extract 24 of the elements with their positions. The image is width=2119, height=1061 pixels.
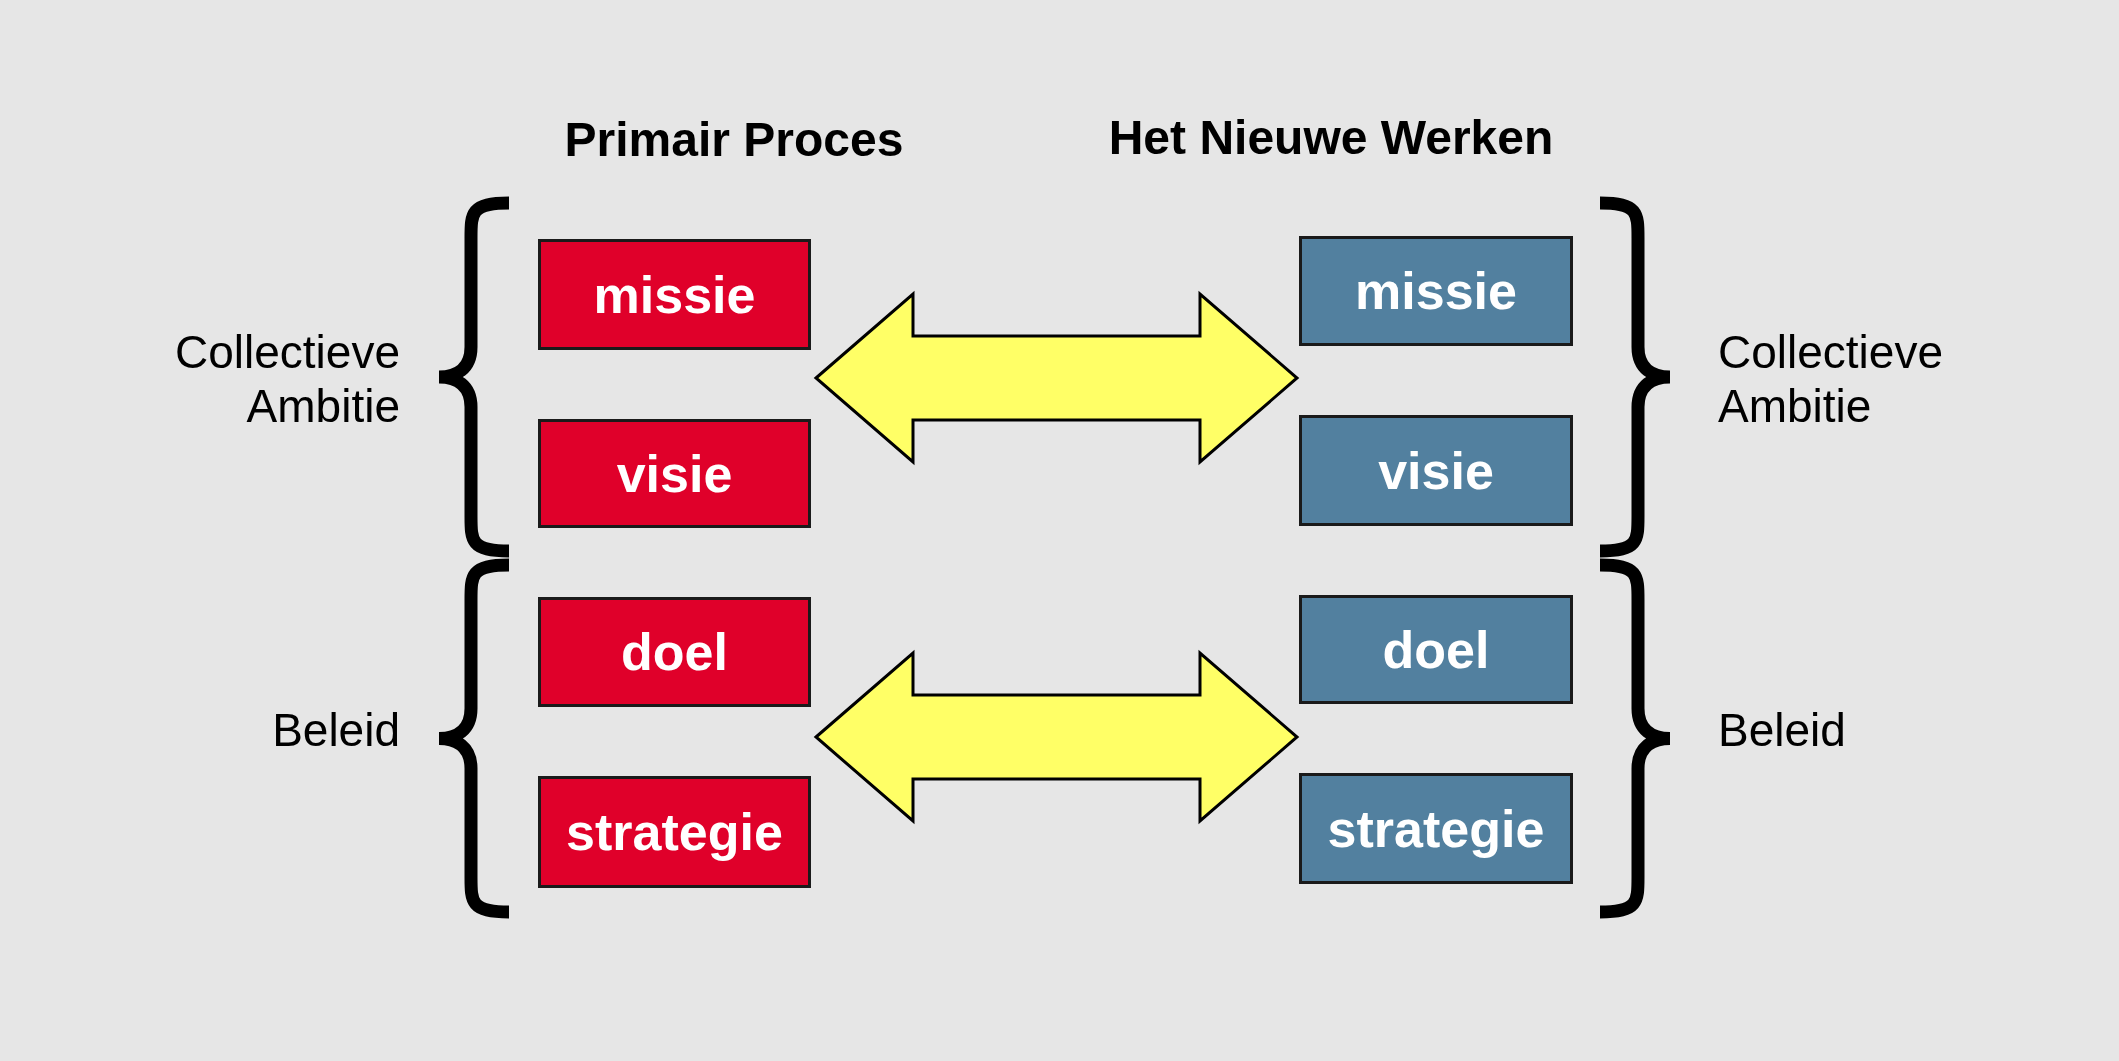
group-label: Collectieve Ambitie	[1718, 325, 1944, 433]
label-box	[1299, 773, 1573, 884]
label-box	[1299, 415, 1573, 526]
box-label: missie	[593, 264, 756, 325]
box-label: missie	[1355, 261, 1517, 321]
box-label: visie	[616, 443, 733, 504]
label-box	[1299, 236, 1573, 346]
label-box	[538, 419, 811, 528]
group-label: Beleid	[271, 703, 400, 757]
label-box	[1299, 595, 1573, 704]
double-arrow	[813, 290, 1300, 466]
group-label: Beleid	[1718, 703, 1847, 757]
double-arrow	[813, 649, 1300, 825]
box-label: strategie	[1327, 798, 1545, 859]
box-label: doel	[621, 622, 728, 682]
box-label: doel	[1382, 619, 1490, 680]
group-label: Collectieve Ambitie	[174, 325, 400, 433]
label-box	[538, 776, 811, 888]
column-heading: Primair Proces	[564, 112, 904, 167]
column-heading: Het Nieuwe Werken	[1108, 110, 1554, 165]
box-label: visie	[1378, 440, 1494, 501]
box-label: strategie	[566, 802, 783, 862]
label-box	[538, 239, 811, 350]
label-box	[538, 597, 811, 707]
